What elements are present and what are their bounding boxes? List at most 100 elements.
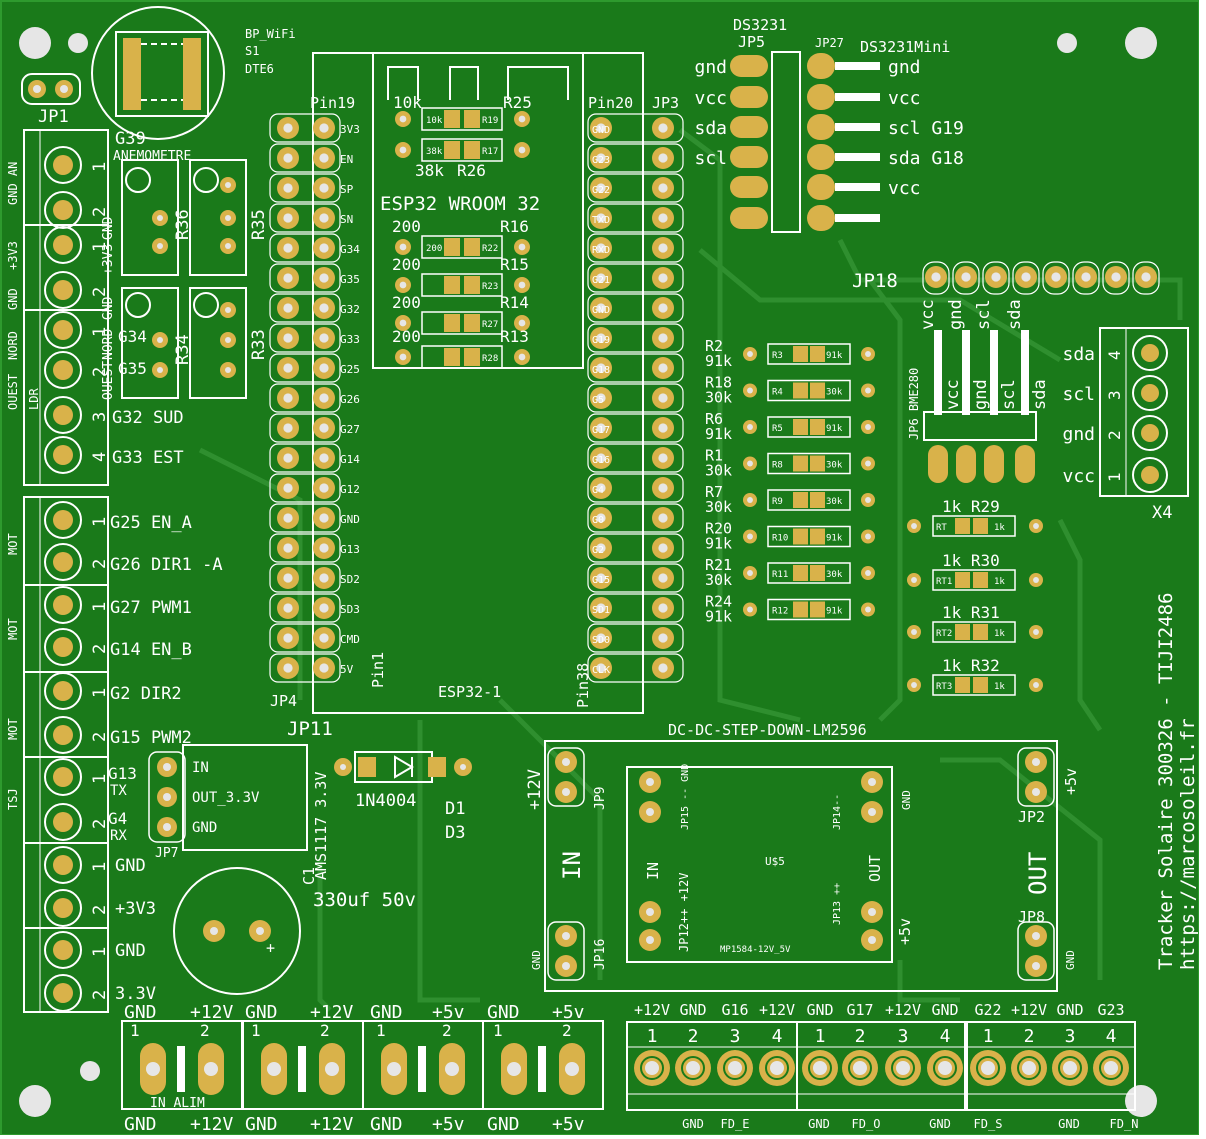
mot-text: G25 EN_A — [110, 513, 192, 533]
smd-label-left: 10k — [426, 116, 443, 126]
x4-num: 2 — [1105, 430, 1124, 440]
divider-ref: R7 — [705, 483, 723, 501]
pad-hole — [865, 570, 871, 576]
x4-ref: X4 — [1152, 503, 1172, 523]
g35-label: G35 — [118, 359, 147, 378]
ds-left-label: gnd — [694, 57, 727, 78]
bme-pin-label: gnd — [971, 379, 991, 410]
power-divider — [177, 1046, 185, 1092]
terminal-screw — [44, 396, 82, 434]
terminal-pad — [53, 681, 73, 701]
esp-name: ESP32 WROOM 32 — [380, 193, 540, 215]
smd-pad — [793, 455, 808, 472]
terminal-pad — [53, 510, 73, 530]
terminal-connector-4 — [796, 1021, 968, 1111]
diode-1n4004 — [334, 751, 472, 783]
pad-hole — [1033, 629, 1039, 635]
ds-pad-right — [807, 205, 835, 231]
terminal-pad — [53, 983, 73, 1003]
dcdc-plus5: +5v — [896, 918, 914, 945]
br-num: 4 — [940, 1026, 951, 1047]
pad-hole — [319, 543, 329, 553]
pullup-resistor — [932, 621, 1016, 643]
br-top-label: +12V — [759, 1001, 795, 1019]
terminal-pad — [53, 725, 73, 745]
cap-ref: C1 — [300, 867, 318, 885]
pad-hole — [658, 483, 668, 493]
pad-hole — [747, 533, 753, 540]
ds3231-mini: DS3231Mini — [860, 38, 950, 56]
br-bottom-label: FD_S — [974, 1117, 1003, 1131]
esp-right-pin-label: G5 — [592, 395, 604, 406]
bme-pad — [928, 445, 948, 483]
pad-hole — [283, 573, 293, 583]
pad-hole — [747, 497, 753, 503]
esp-right-pin-label: G21 — [592, 275, 610, 286]
bottom-left-connectors: GND1GND+12V2+12VGND1GND+12V2+12VGND1GND+… — [121, 1002, 604, 1135]
diode-d1: D1 — [445, 799, 465, 819]
pad-hole — [596, 663, 606, 673]
pad-hole — [319, 573, 329, 583]
pad-hole — [283, 153, 293, 163]
dcdc-gnd-right-top: GND — [900, 790, 913, 810]
smd-pad — [810, 346, 825, 362]
terminal-screw — [44, 311, 82, 349]
bottom-right-connectors: +12V1GND2G163+12V4GND1G172+12V3GND4G221+… — [626, 1001, 1139, 1131]
mount-hole-small — [80, 1061, 100, 1081]
smd-pad — [793, 419, 808, 435]
terminal-pad — [53, 898, 73, 918]
divider-resistor — [767, 416, 851, 438]
esp-pin-outline — [587, 533, 684, 563]
ds-left-label: vcc — [694, 88, 727, 109]
terminal-screw — [44, 586, 82, 624]
esp-res-ref: R13 — [500, 327, 529, 346]
br-num: 2 — [1024, 1026, 1035, 1047]
esp-pin-outline — [269, 263, 341, 293]
bl-bottom-label: +12V — [310, 1114, 354, 1135]
mount-hole — [1125, 27, 1157, 59]
bme-ref: JP6 BME280 — [907, 368, 921, 440]
pad-hole — [596, 363, 606, 373]
terminal-pad — [53, 445, 73, 465]
esp-res-ref: R16 — [500, 217, 529, 236]
bme-pad — [956, 445, 976, 483]
divider-inner-b: 91k — [826, 351, 843, 361]
pad-hole — [518, 281, 526, 289]
smd-label-right: R28 — [482, 354, 498, 364]
power-text: GND — [115, 941, 146, 961]
divider-value: 30k — [705, 571, 732, 589]
pad-hole — [319, 513, 329, 523]
esp-pin-outline — [269, 293, 341, 323]
pad-hole — [911, 682, 917, 688]
jp18-label: JP18 — [852, 270, 898, 292]
br-num: 4 — [772, 1026, 783, 1047]
mount-hole — [19, 1085, 51, 1117]
terminal-pad — [53, 200, 73, 220]
smd-label-right: R27 — [482, 320, 498, 330]
dcdc-jp15: JP15 -- GND — [680, 764, 691, 830]
diode-name: 1N4004 — [355, 791, 416, 811]
left-label-tsj: TSJ — [6, 788, 20, 810]
smd-pad — [464, 314, 480, 332]
x4-label: vcc — [1062, 466, 1095, 487]
mot-terminal-circles — [44, 501, 82, 1012]
divider-value: 91k — [705, 425, 732, 443]
x4-label: scl — [1062, 384, 1095, 405]
pad-hole — [658, 633, 668, 643]
dcdc-pads — [547, 747, 1055, 981]
board-bottom-edge — [0, 1135, 1206, 1139]
pad-hole — [596, 213, 606, 223]
pad-hole — [319, 153, 329, 163]
smd-pad — [444, 314, 460, 332]
pad-hole — [658, 543, 668, 553]
br-bottom-label: FD_N — [1110, 1117, 1139, 1131]
esp-right-pin-label: G19 — [592, 335, 610, 346]
divider-ref: R6 — [705, 410, 723, 428]
br-bottom-label: FD_E — [721, 1117, 750, 1131]
pad-hole — [596, 513, 606, 523]
x4-screw — [1132, 457, 1168, 493]
esp-pin-outline — [269, 323, 341, 353]
dcdc-in12: +12V — [525, 769, 545, 810]
terminal-text: +3V3 — [101, 244, 116, 275]
